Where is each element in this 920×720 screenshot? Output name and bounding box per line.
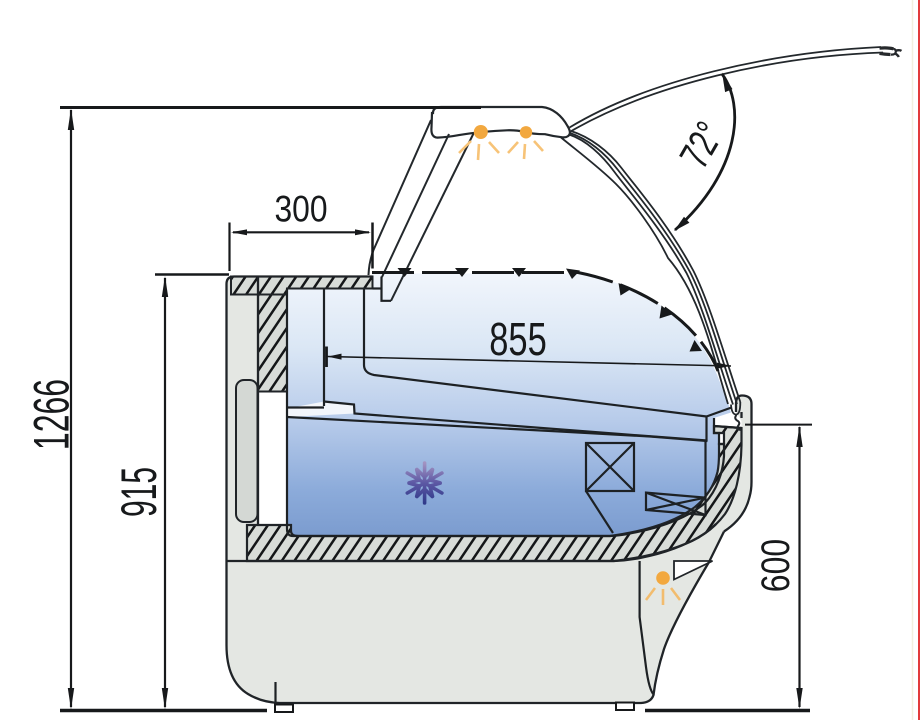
svg-text:300: 300 bbox=[274, 189, 327, 230]
svg-text:915: 915 bbox=[111, 467, 167, 517]
svg-text:1266: 1266 bbox=[23, 379, 79, 450]
svg-text:855: 855 bbox=[489, 313, 547, 365]
svg-text:600: 600 bbox=[752, 539, 797, 592]
